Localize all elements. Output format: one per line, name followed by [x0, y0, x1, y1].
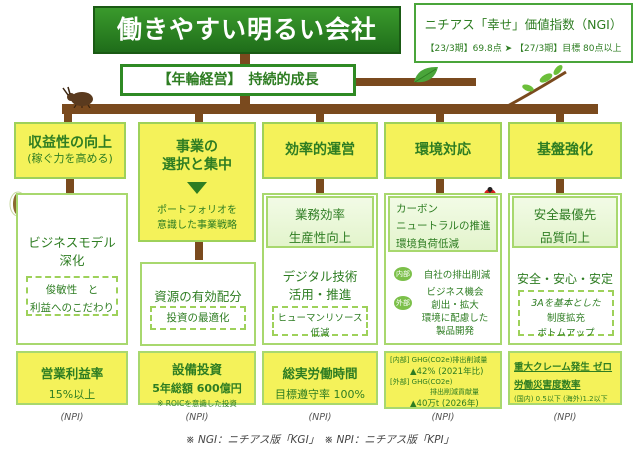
col1-head-line2: (稼ぐ力を高める) — [27, 152, 113, 166]
col2-npi: (NPI) — [185, 412, 209, 423]
col4-top-line2: ニュートラルの推進 — [396, 220, 491, 232]
col4-kpi-line2: ▲42% (2021年比) — [410, 367, 484, 377]
col1-head-line1: 収益性の向上 — [28, 135, 112, 152]
beetle-icon — [62, 86, 93, 108]
col3-stem — [316, 179, 324, 193]
col2-kpi-line3: ※ ROICを意識した投資 — [157, 399, 237, 408]
col5-dash-box: 3Aを基本とした 制度拡充 ボトムアップ — [518, 290, 614, 339]
ngi-title: ニチアス「幸せ」価値指数（NGI） — [424, 17, 623, 32]
col5-mid-line1: 安全・安心・安定 — [516, 272, 613, 286]
column-header-environment: 環境対応 — [384, 122, 502, 179]
internal-leaf-tag: 内部 — [394, 267, 412, 281]
col3-dash-box: ヒューマンリソース 低減 — [272, 306, 368, 339]
column-header-efficient-operation: 効率的運営 — [262, 122, 378, 179]
col2-head-line1: 事業の — [176, 139, 218, 155]
col4-external-line2: 創出・拡大 — [431, 300, 479, 311]
page-title: 働きやすい明るい会社 — [93, 6, 401, 54]
col5-top-box: 安全最優先 品質向上 — [512, 196, 618, 248]
branch-icon — [503, 65, 567, 110]
banner-nenrin: 【年輪経営】 持続的成長 — [120, 64, 356, 96]
col1-mid-line1: ビジネスモデル — [28, 235, 116, 250]
col4-top-line3: 環境負荷低減 — [396, 238, 459, 250]
branch-drop-5 — [556, 110, 564, 124]
leaf-icon — [414, 66, 438, 83]
col4-kpi-line5: ▲40万t (2026年) — [410, 399, 479, 409]
branch-drop-4 — [436, 110, 444, 124]
col3-npi: (NPI) — [308, 412, 332, 423]
footnote: ※ NGI：ニチアス版「KGI」 ※ NPI：ニチアス版「KPI」 — [185, 434, 455, 446]
col5-head-line1: 基盤強化 — [537, 142, 593, 159]
col5-top-line2: 品質向上 — [539, 230, 590, 245]
col2-stem — [195, 242, 203, 260]
col4-external-line3: 環境に配慮した — [421, 313, 489, 324]
ngi-box: ニチアス「幸せ」価値指数（NGI） 【23/3期】69.8点 ➤ 【27/3期】… — [414, 3, 633, 63]
col5-kpi-box: 重大クレーム発生 ゼロ 労働災害度数率 (国内) 0.5以下 (海外)1.2以下 — [508, 351, 622, 405]
col5-dash-line3: ボトムアップ — [537, 328, 595, 339]
col3-mid-line2: 活用・推進 — [288, 287, 352, 302]
branch-drop-3 — [316, 110, 324, 124]
branch-horizontal — [62, 104, 598, 114]
external-leaf-tag: 外部 — [394, 296, 412, 310]
col1-mid-line2: 深化 — [59, 253, 85, 268]
col2-focus-line1: ポートフォリオを — [157, 205, 237, 217]
col5-kpi-line3: (国内) 0.5以下 (海外)1.2以下 — [514, 395, 608, 403]
column-header-profitability: 収益性の向上 (稼ぐ力を高める) — [14, 122, 126, 179]
col1-stem — [66, 179, 74, 193]
col5-stem — [556, 179, 564, 193]
col2-kpi-box: 設備投資 5年総額 600億円 ※ ROICを意識した投資 — [138, 351, 256, 408]
col2-head-line2: 選択と集中 — [162, 157, 232, 174]
col2-focus-line2: 意識した事業戦略 — [157, 220, 237, 232]
ngi-subtitle: 【23/3期】69.8点 ➤ 【27/3期】目標 80点以上 — [425, 44, 622, 54]
col4-kpi-line3: [外部] GHG(CO2e) — [390, 378, 453, 386]
col5-npi: (NPI) — [553, 412, 577, 423]
col4-top-box: カーボン ニュートラルの推進 環境負荷低減 — [388, 196, 498, 252]
col3-top-line2: 生産性向上 — [288, 230, 352, 245]
column-header-foundation: 基盤強化 — [508, 122, 622, 179]
branch-drop-1 — [64, 110, 72, 124]
col1-dash-box: 俊敏性 と 利益へのこだわり — [26, 276, 118, 316]
col4-top-line1: カーボン — [396, 203, 438, 215]
col5-kpi-line2: 労働災害度数率 — [514, 380, 581, 391]
col3-dash-line1: ヒューマンリソース — [277, 313, 363, 324]
column-header-selection-focus: 事業の 選択と集中 ポートフォリオを 意識した事業戦略 — [138, 122, 256, 242]
col4-external-line1: ビジネス機会 — [426, 287, 484, 298]
col2-dash-line1: 投資の最適化 — [166, 312, 230, 324]
col4-external-line4: 製品開発 — [435, 326, 474, 337]
col5-dash-line1: 3Aを基本とした — [531, 298, 601, 309]
col3-top-box: 業務効率 生産性向上 — [266, 196, 374, 248]
col5-top-line1: 安全最優先 — [533, 207, 597, 222]
col3-top-line1: 業務効率 — [294, 207, 345, 222]
col2-dash-box: 投資の最適化 — [150, 306, 246, 330]
col4-head-line1: 環境対応 — [415, 142, 471, 159]
col2-panel — [140, 262, 256, 346]
col3-dash-line2: 低減 — [310, 328, 330, 339]
col4-kpi-box: [内部] GHG(CO2e)排出削減量 ▲42% (2021年比) [外部] G… — [384, 351, 502, 409]
branch-drop-2 — [195, 110, 203, 124]
col4-kpi-line1: [内部] GHG(CO2e)排出削減量 — [390, 356, 488, 364]
col1-dash-line1: 俊敏性 と — [45, 284, 99, 296]
col3-kpi-line2: 目標遵守率 100% — [275, 388, 365, 401]
col3-head-line1: 効率的運営 — [285, 142, 355, 159]
col5-kpi-line1: 重大クレーム発生 ゼロ — [514, 362, 613, 373]
col4-kpi-line4: 排出削減貢献量 — [430, 388, 479, 396]
col3-kpi-line1: 総実労働時間 — [282, 366, 358, 381]
col1-npi: (NPI) — [60, 412, 84, 423]
triangle-down-icon — [187, 182, 207, 195]
col1-panel — [16, 193, 128, 345]
col5-dash-line2: 制度拡充 — [546, 313, 585, 324]
col2-kpi-line1: 設備投資 — [171, 362, 222, 377]
col1-kpi-line1: 営業利益率 — [40, 366, 104, 381]
col2-mid-line1: 資源の有効配分 — [154, 289, 242, 304]
col1-kpi-box: 営業利益率 15%以上 — [16, 351, 128, 405]
col4-stem — [436, 179, 444, 193]
col3-mid-line1: デジタル技術 — [282, 269, 358, 284]
col2-kpi-line2: 5年総額 600億円 — [152, 382, 242, 395]
col1-kpi-line2: 15%以上 — [48, 388, 96, 401]
col3-kpi-box: 総実労働時間 目標遵守率 100% — [262, 351, 378, 405]
col4-internal-text: 自社の排出削減 — [423, 270, 491, 281]
col1-dash-line2: 利益へのこだわり — [30, 302, 114, 314]
col4-npi: (NPI) — [431, 412, 455, 423]
